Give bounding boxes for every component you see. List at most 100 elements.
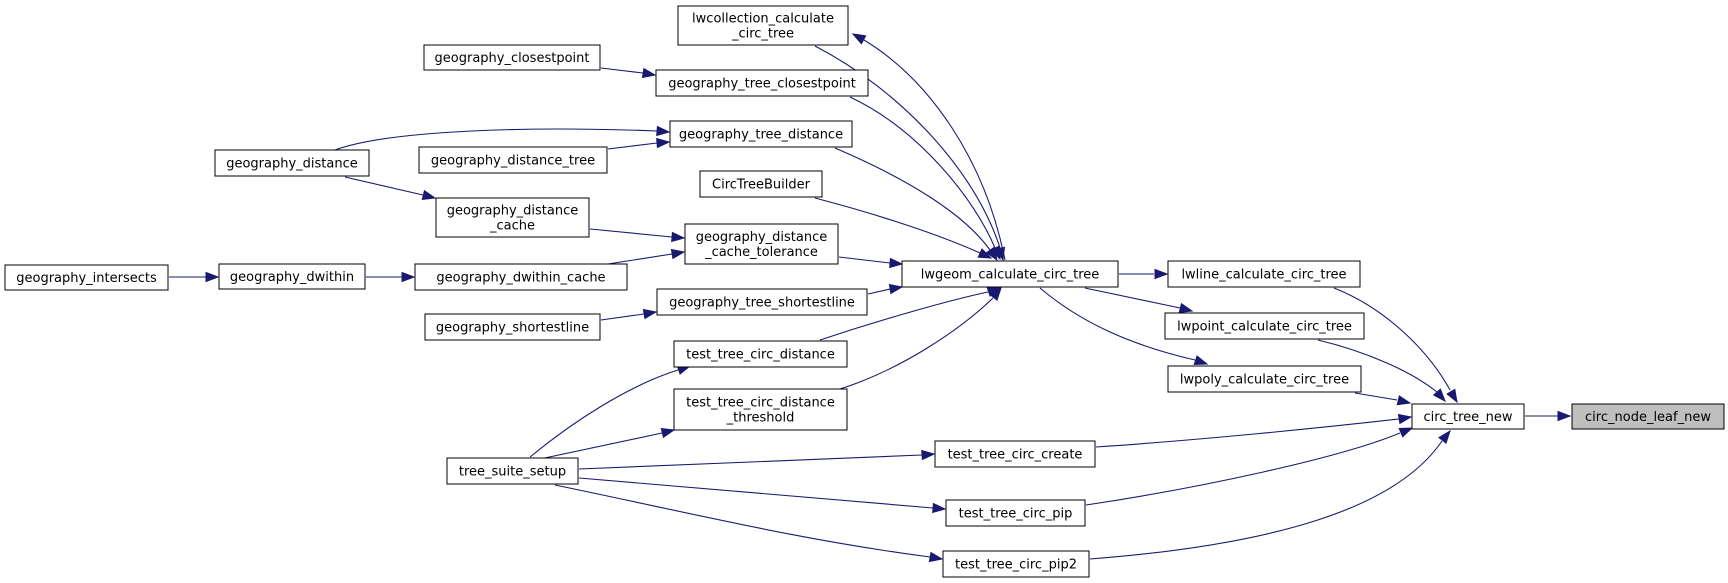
- edge-line: [1085, 432, 1401, 506]
- node-geography-distance-tree[interactable]: geography_distance_tree: [418, 146, 608, 174]
- node-lwgeom-calculate-circ-tree[interactable]: lwgeom_calculate_circ_tree: [901, 260, 1119, 288]
- edge-line: [607, 142, 658, 150]
- arrowhead-icon: [1398, 427, 1414, 438]
- edge-n12-n10: [607, 137, 671, 150]
- node-circ-node-leaf-new[interactable]: circ_node_leaf_new: [1571, 403, 1725, 430]
- edge-line: [1317, 339, 1438, 393]
- arrowhead-icon: [660, 427, 676, 439]
- arrowhead-icon: [205, 271, 220, 283]
- node-box: [656, 288, 868, 316]
- edge-n18-n17: [169, 271, 220, 283]
- edge-line: [334, 128, 658, 151]
- arrowhead-icon: [1193, 355, 1209, 366]
- node-geography-distance[interactable]: geography_distance: [214, 149, 370, 177]
- edge-n5-n2: [1354, 392, 1412, 406]
- node-label: test_tree_circ_distance: [686, 396, 835, 411]
- node-label: geography_closestpoint: [435, 51, 590, 66]
- node-tree-suite-setup[interactable]: tree_suite_setup: [446, 457, 579, 485]
- node-box: [1571, 403, 1725, 430]
- edge-line: [578, 454, 923, 470]
- node-test-tree-circ-pip2[interactable]: test_tree_circ_pip2: [942, 550, 1090, 578]
- arrowhead-icon: [1397, 413, 1413, 425]
- edge-n6-n7: [851, 33, 1006, 261]
- node-test-tree-circ-distance-threshold[interactable]: test_tree_circ_distance_threshold: [673, 388, 848, 431]
- edge-n22-n25: [578, 477, 947, 514]
- node-box: [655, 69, 869, 97]
- edge-n20-n19: [600, 308, 658, 321]
- node-test-tree-circ-distance[interactable]: test_tree_circ_distance: [673, 340, 848, 368]
- arrowhead-icon: [656, 137, 671, 149]
- node-box: [945, 499, 1086, 527]
- node-geography-tree-distance[interactable]: geography_tree_distance: [669, 120, 853, 148]
- arrowhead-icon: [889, 257, 904, 269]
- node-test-tree-circ-create[interactable]: test_tree_circ_create: [934, 440, 1096, 468]
- node-label: circ_tree_new: [1424, 410, 1513, 425]
- edge-line: [1095, 418, 1400, 448]
- arrowhead-icon: [1178, 302, 1194, 314]
- node-box: [423, 44, 601, 71]
- node-lwpoly-calculate-circ-tree[interactable]: lwpoly_calculate_circ_tree: [1167, 365, 1362, 393]
- node-geography-distance-cache[interactable]: geography_distance_cache: [435, 197, 590, 238]
- node-circtreebuilder[interactable]: CircTreeBuilder: [699, 170, 823, 198]
- node-lwcollection-calculate-circ-tree[interactable]: lwcollection_calculate_circ_tree: [677, 5, 849, 46]
- edge-n22-n21: [529, 364, 692, 458]
- arrowhead-icon: [421, 189, 437, 201]
- node-label: test_tree_circ_pip2: [955, 558, 1077, 573]
- arrowhead-icon: [671, 231, 686, 243]
- node-geography-tree-closestpoint[interactable]: geography_tree_closestpoint: [655, 69, 869, 97]
- edge-n4-n2: [1317, 339, 1446, 403]
- node-label: lwpoint_calculate_circ_tree: [1177, 320, 1352, 335]
- edge-line: [529, 369, 679, 458]
- node-geography-tree-shortestline[interactable]: geography_tree_shortestline: [656, 288, 868, 316]
- edge-n11-n10: [334, 125, 671, 151]
- node-geography-distance-cache-tolerance[interactable]: geography_distance_cache_tolerance: [684, 223, 839, 265]
- node-geography-shortestline[interactable]: geography_shortestline: [424, 313, 601, 341]
- arrowhead-icon: [932, 502, 947, 514]
- node-lwpoint-calculate-circ-tree[interactable]: lwpoint_calculate_circ_tree: [1164, 312, 1365, 340]
- node-geography-dwithin[interactable]: geography_dwithin: [218, 263, 366, 290]
- edge-n25-n2: [1085, 427, 1414, 506]
- node-label: _circ_tree: [731, 27, 794, 42]
- edge-n6-n5: [1039, 287, 1209, 366]
- node-label: lwpoly_calculate_circ_tree: [1180, 373, 1349, 388]
- edge-line: [814, 197, 981, 254]
- node-geography-dwithin-cache[interactable]: geography_dwithin_cache: [414, 263, 628, 291]
- node-box: [218, 263, 366, 290]
- edge-line: [834, 147, 991, 251]
- node-geography-intersects[interactable]: geography_intersects: [4, 264, 169, 291]
- node-box: [418, 146, 608, 174]
- arrowhead-icon: [1154, 268, 1169, 280]
- edge-line: [1084, 287, 1181, 309]
- edge-line: [838, 256, 891, 264]
- edge-n22-n24: [578, 449, 936, 470]
- edge-line: [814, 45, 1001, 249]
- node-box: [684, 223, 839, 265]
- node-lwline-calculate-circ-tree[interactable]: lwline_calculate_circ_tree: [1167, 260, 1361, 288]
- node-box: [1164, 312, 1365, 340]
- edge-n26-n2: [1089, 429, 1451, 560]
- node-circ-tree-new[interactable]: circ_tree_new: [1411, 403, 1525, 430]
- edge-line: [1089, 440, 1443, 560]
- edge-line: [849, 96, 996, 249]
- edge-n6-n3: [1119, 268, 1169, 280]
- node-geography-closestpoint[interactable]: geography_closestpoint: [423, 44, 601, 71]
- node-label: _threshold: [726, 411, 795, 426]
- node-box: [446, 457, 579, 485]
- arrowhead-icon: [989, 286, 1002, 302]
- arrowhead-icon: [641, 67, 657, 79]
- arrowhead-icon: [851, 33, 867, 45]
- node-label: lwline_calculate_circ_tree: [1181, 268, 1346, 283]
- node-label: test_tree_circ_distance: [686, 348, 835, 363]
- edge-line: [863, 39, 1006, 261]
- arrowhead-icon: [1446, 388, 1458, 404]
- arrowhead-icon: [1396, 395, 1412, 406]
- arrowhead-icon: [670, 248, 686, 260]
- arrowhead-icon: [1438, 429, 1451, 445]
- node-label: lwcollection_calculate: [692, 12, 834, 27]
- arrowhead-icon: [928, 551, 944, 563]
- arrowhead-icon: [642, 308, 658, 320]
- edge-line: [1333, 287, 1451, 391]
- node-test-tree-circ-pip[interactable]: test_tree_circ_pip: [945, 499, 1086, 527]
- edge-line: [578, 477, 934, 509]
- node-label: geography_distance: [447, 204, 579, 219]
